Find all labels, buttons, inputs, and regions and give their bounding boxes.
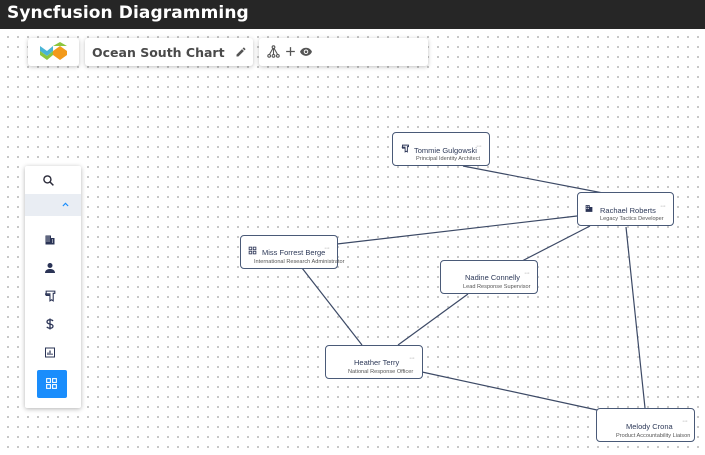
more-icon[interactable]: ···: [324, 245, 330, 252]
node-name: Miss Forrest Berge: [262, 248, 326, 257]
eye-icon[interactable]: [299, 45, 313, 58]
node-title: International Research Administrator: [254, 259, 345, 265]
connector-tommie-rachael: [462, 165, 604, 194]
node-melody[interactable]: Melody Crona Product Accountability Liai…: [596, 408, 695, 442]
toolbox-chart-button[interactable]: [37, 341, 67, 367]
node-name: Tommie Gulgowski: [414, 146, 477, 155]
toolbox-building-button[interactable]: [37, 228, 67, 254]
node-heather[interactable]: Heather Terry National Response Officer …: [325, 345, 423, 379]
hierarchy-icon[interactable]: [267, 45, 280, 58]
toolbox-person-button[interactable]: [37, 256, 67, 282]
certificate-icon: [45, 290, 56, 302]
node-title: Principal Identity Architect: [416, 156, 481, 162]
toolbox-grid-button[interactable]: [37, 370, 67, 398]
more-icon[interactable]: ···: [660, 203, 666, 210]
connector-forrest-heather: [301, 267, 363, 346]
node-name: Melody Crona: [626, 422, 673, 431]
more-icon[interactable]: ···: [682, 418, 688, 425]
toolbox-dollar-button[interactable]: [37, 312, 67, 338]
node-tommie[interactable]: Tommie Gulgowski Principal Identity Arch…: [392, 132, 490, 166]
logo-icon: [40, 42, 67, 60]
node-title: Lead Response Supervisor: [463, 284, 531, 290]
node-rachael[interactable]: Rachael Roberts Legacy Tactics Developer…: [577, 192, 674, 226]
connector-nadine-rachael: [521, 225, 591, 262]
connector-forrest-rachael: [336, 215, 578, 245]
chevron-up-icon[interactable]: [61, 200, 70, 209]
grid-icon: [46, 378, 57, 389]
toolbox-collapse-bar[interactable]: [25, 194, 81, 216]
logo-card[interactable]: [28, 38, 79, 66]
node-title: Legacy Tactics Developer: [600, 216, 664, 222]
edit-icon[interactable]: [235, 46, 247, 58]
chart-name[interactable]: Ocean South Chart: [92, 45, 225, 60]
certificate-icon: [401, 144, 409, 153]
connector-rachael-melody: [625, 226, 646, 409]
more-icon[interactable]: ···: [409, 355, 415, 362]
bar-chart-icon: [45, 347, 55, 358]
add-icon[interactable]: [284, 45, 297, 58]
person-icon: [45, 263, 55, 273]
grid-icon: [248, 246, 257, 255]
toolbar-card: [259, 38, 428, 66]
app-title: Syncfusion Diagramming: [7, 3, 249, 23]
node-name: Heather Terry: [354, 358, 400, 367]
app-header: Syncfusion Diagramming: [0, 0, 705, 29]
node-name: Nadine Connelly: [465, 273, 521, 282]
node-nadine[interactable]: Nadine Connelly Lead Response Supervisor…: [440, 260, 538, 294]
building-icon: [585, 205, 593, 212]
dollar-icon: [46, 318, 54, 330]
node-forrest[interactable]: Miss Forrest Berge International Researc…: [240, 235, 344, 269]
node-title: National Response Officer: [348, 369, 414, 375]
chart-name-card[interactable]: Ocean South Chart: [85, 38, 253, 66]
connector-nadine-heather: [397, 293, 469, 346]
more-icon[interactable]: ···: [524, 270, 530, 277]
more-icon[interactable]: ···: [476, 143, 482, 150]
node-title: Product Accountability Liaison: [616, 433, 691, 439]
building-icon: [45, 235, 55, 245]
search-icon[interactable]: [42, 174, 55, 187]
node-name: Rachael Roberts: [600, 206, 656, 215]
connector-heather-melody: [421, 371, 598, 411]
toolbox-certificate-button[interactable]: [37, 284, 67, 310]
toolbox: [25, 166, 81, 408]
